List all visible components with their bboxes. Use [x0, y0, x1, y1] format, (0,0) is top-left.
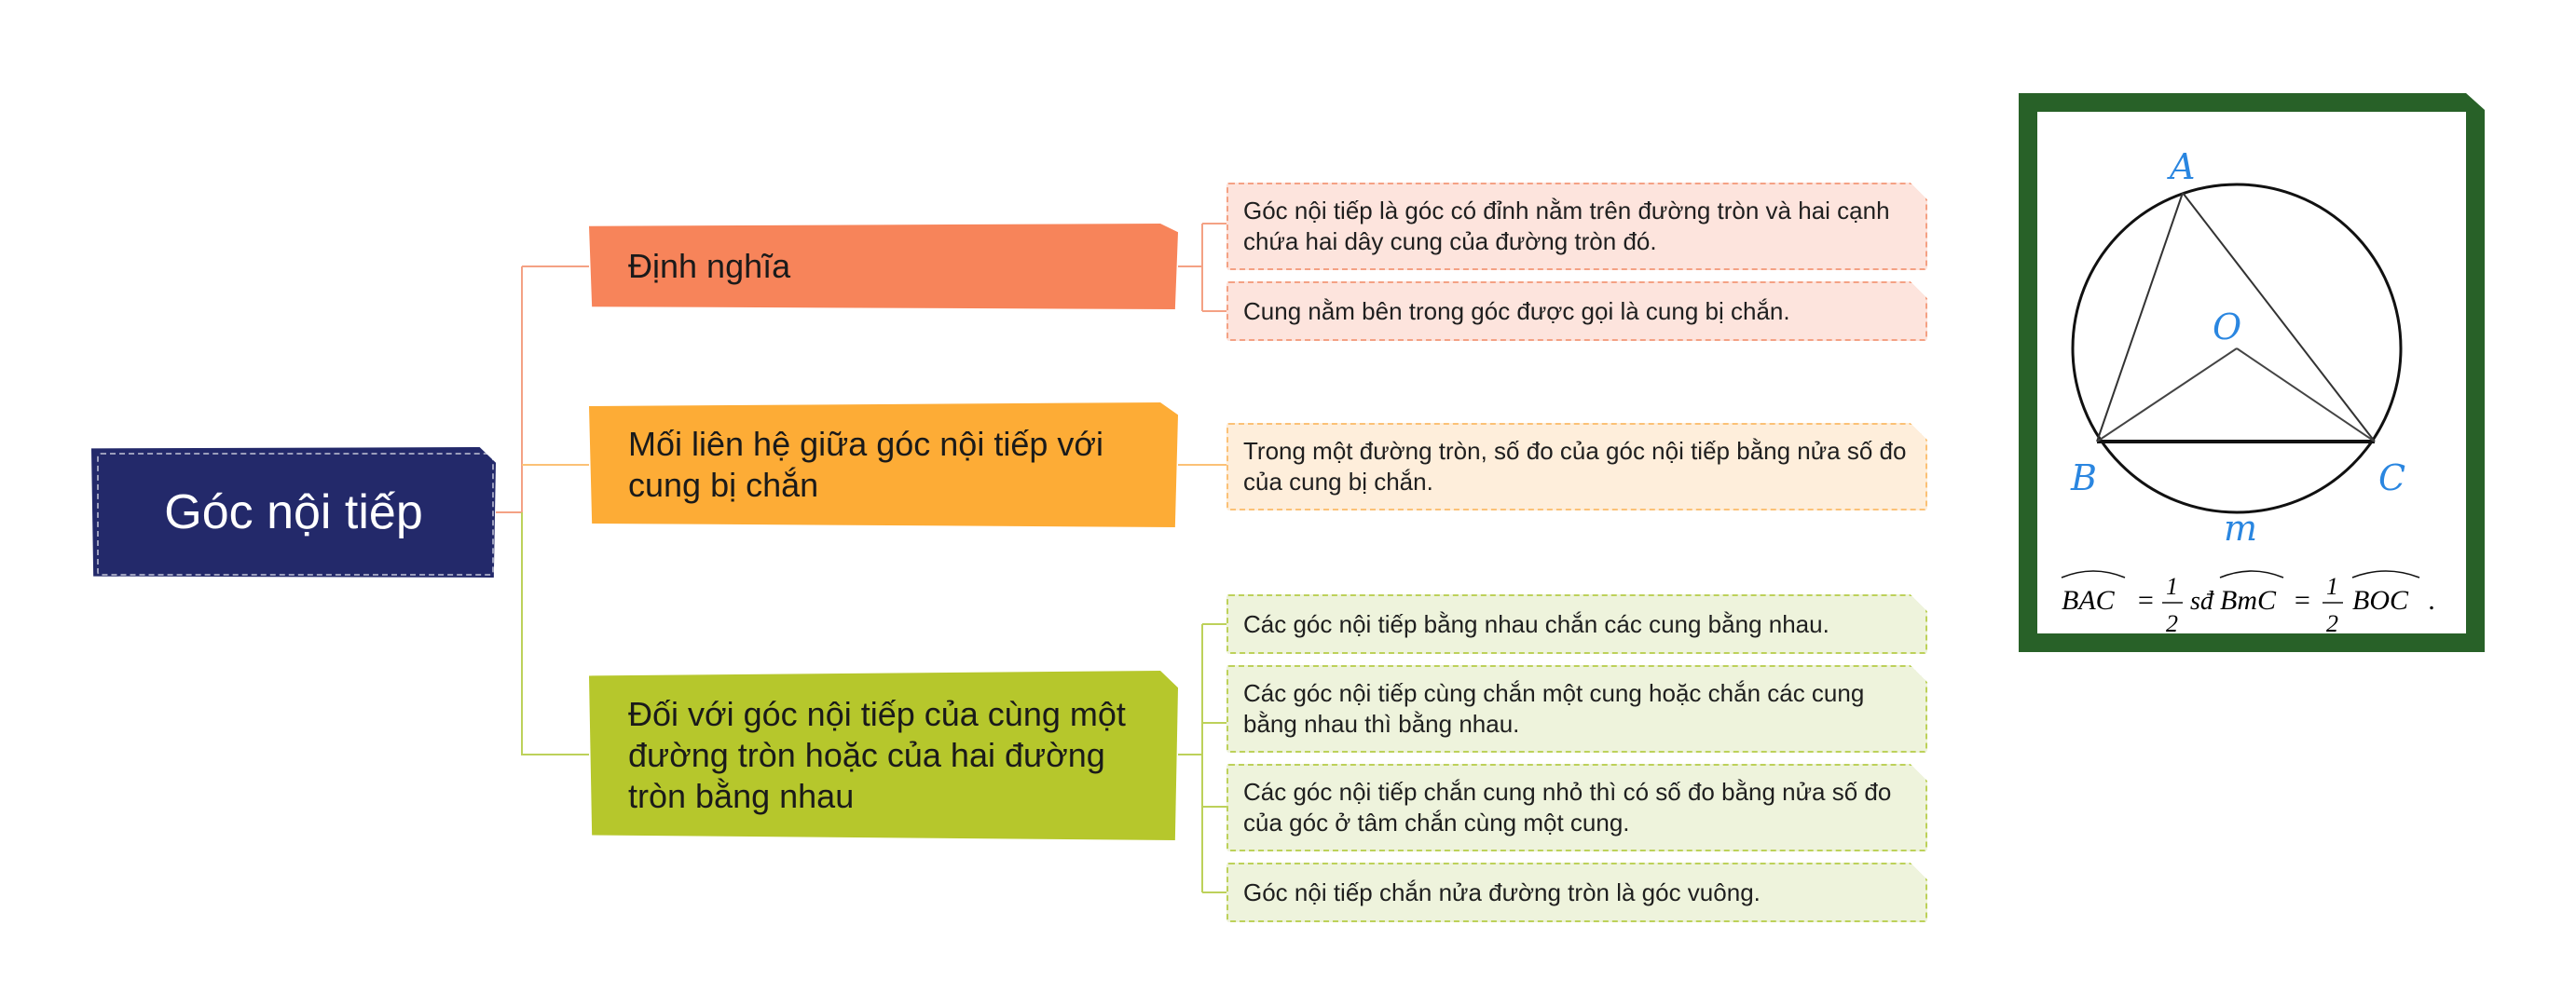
leaf-node[interactable]: Các góc nội tiếp cùng chắn một cung hoặc… — [1226, 665, 1927, 753]
formula-num2: 1 — [2326, 573, 2338, 600]
leaf-node[interactable]: Cung nằm bên trong góc được gọi là cung … — [1226, 281, 1927, 341]
radius-oc — [2236, 347, 2376, 442]
geometry-figure: A O B C m BAC = 1 2 sđ BmC = 1 2 B — [2019, 93, 2485, 652]
leaf-text: Các góc nội tiếp cùng chắn một cung hoặc… — [1243, 679, 1865, 738]
leaf-text: Các góc nội tiếp bằng nhau chắn các cung… — [1243, 609, 1829, 638]
branch-relation[interactable]: Mối liên hệ giữa góc nội tiếp với cung b… — [589, 402, 1178, 527]
point-b-label: B — [2070, 457, 2097, 498]
chord-ab — [2096, 192, 2184, 442]
branch-label: Định nghĩa — [628, 247, 791, 285]
formula-eq2: = — [2293, 585, 2311, 616]
root-node[interactable]: Góc nội tiếp — [91, 447, 496, 578]
leaf-text: Góc nội tiếp là góc có đỉnh nằm trên đườ… — [1243, 197, 1890, 255]
formula-den2: 2 — [2326, 610, 2338, 637]
formula-lhs: BAC — [2062, 585, 2116, 616]
chord-ac — [2182, 192, 2376, 442]
branch-label: Đối với góc nội tiếp của cùng một đường … — [628, 695, 1126, 815]
formula-eq: = — [2136, 585, 2155, 616]
circle — [2071, 183, 2403, 514]
root-label: Góc nội tiếp — [164, 485, 423, 539]
leaf-text: Các góc nội tiếp chắn cung nhỏ thì có số… — [1243, 778, 1892, 837]
formula-arc2: BOC — [2352, 585, 2409, 616]
leaf-text: Cung nằm bên trong góc được gọi là cung … — [1243, 296, 1790, 325]
leaf-node[interactable]: Góc nội tiếp chắn nửa đường tròn là góc … — [1226, 863, 1927, 922]
radius-ob — [2096, 347, 2238, 442]
point-o-label: O — [2213, 306, 2241, 347]
branch-definition[interactable]: Định nghĩa — [589, 224, 1178, 309]
leaf-text: Trong một đường tròn, số đo của góc nội … — [1243, 437, 1907, 496]
formula-svg: BAC = 1 2 sđ BmC = 1 2 BOC . — [2061, 570, 2436, 637]
formula-end: . — [2429, 585, 2436, 616]
leaf-node[interactable]: Các góc nội tiếp bằng nhau chắn các cung… — [1226, 594, 1927, 654]
formula: BAC = 1 2 sđ BmC = 1 2 BOC . — [2056, 561, 2466, 652]
point-a-label: A — [2167, 146, 2195, 187]
formula-num: 1 — [2166, 573, 2178, 600]
leaf-text: Góc nội tiếp chắn nửa đường tròn là góc … — [1243, 878, 1761, 906]
point-c-label: C — [2378, 457, 2405, 498]
arc-m-label: m — [2224, 508, 2257, 549]
figure-canvas: A O B C m BAC = 1 2 sđ BmC = 1 2 B — [2037, 112, 2466, 637]
leaf-node[interactable]: Trong một đường tròn, số đo của góc nội … — [1226, 423, 1927, 510]
formula-den: 2 — [2166, 610, 2178, 637]
inscribed-angle-diagram: A O B C m — [2070, 146, 2405, 549]
branch-label: Mối liên hệ giữa góc nội tiếp với cung b… — [628, 425, 1103, 504]
leaf-node[interactable]: Các góc nội tiếp chắn cung nhỏ thì có số… — [1226, 764, 1927, 851]
formula-sd: sđ — [2190, 587, 2215, 616]
leaf-node[interactable]: Góc nội tiếp là góc có đỉnh nằm trên đườ… — [1226, 183, 1927, 270]
formula-arc1: BmC — [2220, 585, 2277, 616]
branch-same-circle[interactable]: Đối với góc nội tiếp của cùng một đường … — [589, 671, 1178, 840]
